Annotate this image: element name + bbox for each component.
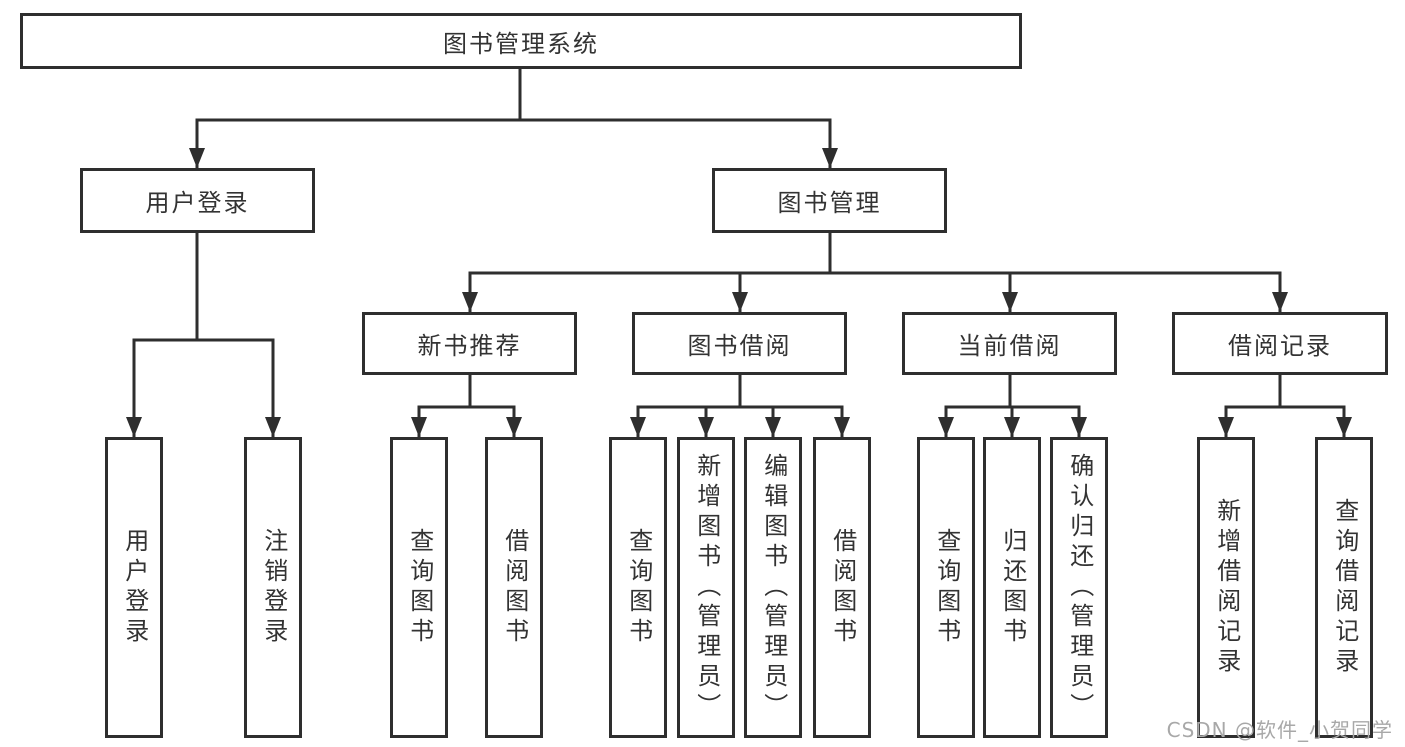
arrow-down-icon: [506, 417, 522, 437]
arrow-down-icon: [411, 417, 427, 437]
leaf-logout: 注销登录: [244, 437, 302, 738]
leaf-user-login-label: 用户登录: [120, 527, 149, 648]
leaf-add-borrow-record-label: 新增借阅记录: [1212, 497, 1241, 678]
node-book-management-label: 图书管理: [777, 189, 882, 217]
node-root-label: 图书管理系统: [443, 29, 599, 58]
node-user-login-label: 用户登录: [145, 189, 250, 217]
watermark: CSDN @软件_小贺同学: [1166, 718, 1393, 742]
leaf-edit-book-admin-label: 编辑图书（管理员）: [759, 452, 788, 723]
leaf-confirm-return-admin-label: 确认归还（管理员）: [1065, 452, 1094, 723]
leaf-borrow-books-recommend-label: 借阅图书: [500, 527, 529, 648]
connector-user-login-branch: [132, 233, 275, 437]
arrow-down-icon: [189, 148, 205, 168]
arrow-down-icon: [630, 417, 646, 437]
leaf-user-login: 用户登录: [105, 437, 163, 738]
arrow-down-icon: [834, 417, 850, 437]
node-user-login: 用户登录: [80, 168, 315, 233]
node-new-book-recommend: 新书推荐: [362, 312, 577, 375]
node-current-borrow-label: 当前借阅: [957, 332, 1062, 360]
arrow-down-icon: [462, 292, 478, 312]
arrow-down-icon: [732, 292, 748, 312]
node-current-borrow: 当前借阅: [902, 312, 1117, 375]
leaf-query-borrow-record: 查询借阅记录: [1315, 437, 1373, 738]
node-book-borrow: 图书借阅: [632, 312, 847, 375]
leaf-borrow-books-label: 借阅图书: [828, 527, 857, 648]
leaf-query-borrow-record-label: 查询借阅记录: [1330, 497, 1359, 678]
leaf-confirm-return-admin: 确认归还（管理员）: [1050, 437, 1108, 738]
arrow-down-icon: [938, 417, 954, 437]
node-borrow-records: 借阅记录: [1172, 312, 1388, 375]
node-book-borrow-label: 图书借阅: [687, 332, 792, 360]
connector-book-borrow-branch: [636, 375, 844, 437]
arrow-down-icon: [698, 417, 714, 437]
leaf-add-book-admin-label: 新增图书（管理员）: [692, 452, 721, 723]
leaf-edit-book-admin: 编辑图书（管理员）: [744, 437, 802, 738]
arrow-down-icon: [265, 417, 281, 437]
arrow-down-icon: [126, 417, 142, 437]
arrow-down-icon: [765, 417, 781, 437]
leaf-query-books-current: 查询图书: [917, 437, 975, 738]
leaf-query-books-borrow-label: 查询图书: [624, 527, 653, 648]
arrow-down-icon: [1218, 417, 1234, 437]
leaf-query-books-borrow: 查询图书: [609, 437, 667, 738]
leaf-return-book-label: 归还图书: [998, 527, 1027, 648]
leaf-return-book: 归还图书: [983, 437, 1041, 738]
connector-line-group: [132, 68, 1346, 437]
connector-new-book-branch: [417, 375, 516, 437]
node-book-management: 图书管理: [712, 168, 947, 233]
leaf-query-books-recommend: 查询图书: [390, 437, 448, 738]
leaf-logout-label: 注销登录: [259, 527, 288, 648]
leaf-borrow-books-recommend: 借阅图书: [485, 437, 543, 738]
node-borrow-records-label: 借阅记录: [1228, 332, 1332, 360]
arrow-down-icon: [1071, 417, 1087, 437]
arrow-down-icon: [1004, 417, 1020, 437]
connector-arrowheads: [126, 148, 1352, 437]
arrow-down-icon: [1272, 292, 1288, 312]
connector-borrow-record-branch: [1224, 375, 1346, 437]
arrow-down-icon: [1336, 417, 1352, 437]
leaf-query-books-recommend-label: 查询图书: [405, 527, 434, 648]
leaf-add-borrow-record: 新增借阅记录: [1197, 437, 1255, 738]
node-new-book-recommend-label: 新书推荐: [417, 332, 522, 360]
connector-book-management-branch: [468, 233, 1282, 312]
leaf-add-book-admin: 新增图书（管理员）: [677, 437, 735, 738]
arrow-down-icon: [1002, 292, 1018, 312]
leaf-query-books-current-label: 查询图书: [932, 527, 961, 648]
node-root: 图书管理系统: [20, 13, 1022, 69]
leaf-borrow-books: 借阅图书: [813, 437, 871, 738]
arrow-down-icon: [822, 148, 838, 168]
connector-root-to-level1: [195, 68, 832, 168]
